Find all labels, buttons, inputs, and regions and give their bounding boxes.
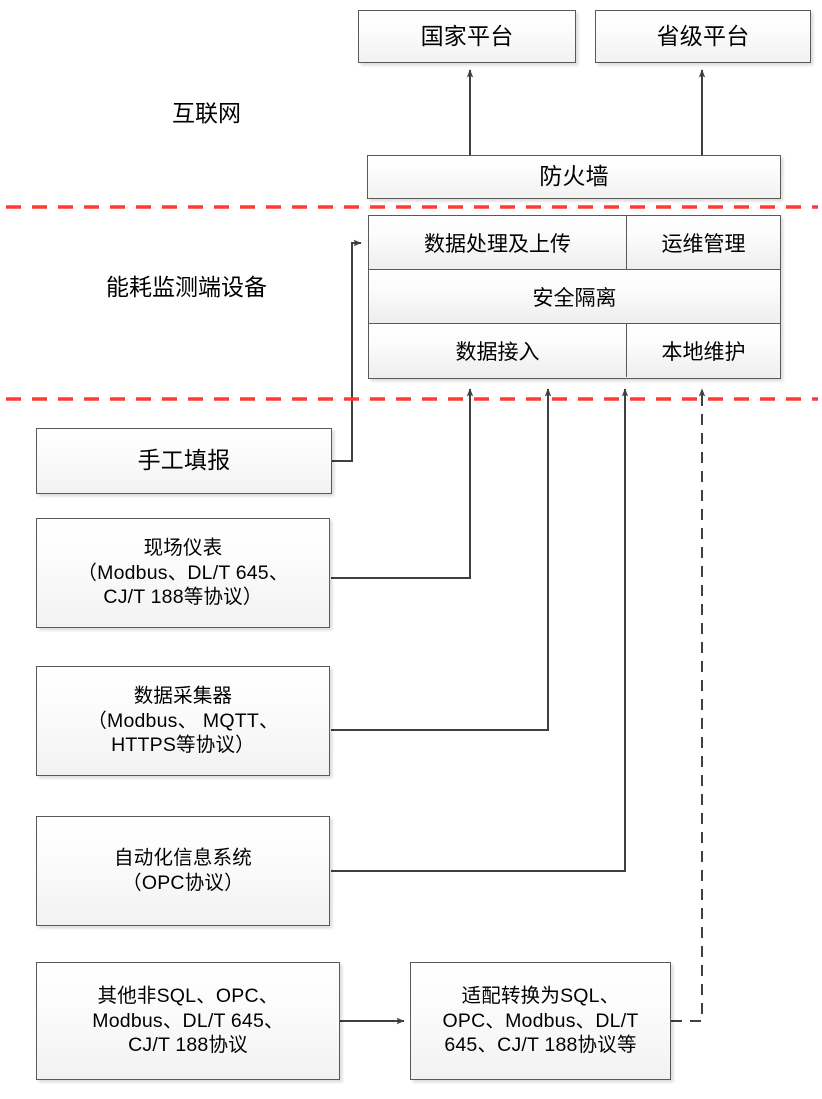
node-data-process-upload-label: 数据处理及上传 <box>424 232 571 256</box>
node-field-meter[interactable]: 现场仪表 （Modbus、DL/T 645、 CJ/T 188等协议） <box>36 518 330 628</box>
node-manual-entry[interactable]: 手工填报 <box>36 428 332 494</box>
node-automation-system-label: 自动化信息系统 （OPC协议） <box>114 847 252 894</box>
node-data-collector-label: 数据采集器 （Modbus、 MQTT、 HTTPS等协议） <box>87 684 279 757</box>
node-data-access[interactable]: 数据接入 <box>369 324 627 377</box>
node-field-meter-label: 现场仪表 （Modbus、DL/T 645、 CJ/T 188等协议） <box>77 536 289 609</box>
node-local-maintenance-label: 本地维护 <box>661 340 746 364</box>
node-security-isolation[interactable]: 安全隔离 <box>369 270 780 324</box>
connector-manual-entry-to-upload <box>332 239 362 462</box>
connector-data-collector-to-data-access <box>331 388 552 731</box>
node-provincial-platform[interactable]: 省级平台 <box>595 10 811 63</box>
node-ops-management-label: 运维管理 <box>661 232 746 256</box>
node-provincial-platform-label: 省级平台 <box>656 22 750 49</box>
node-national-platform-label: 国家平台 <box>420 22 514 49</box>
node-security-isolation-label: 安全隔离 <box>532 286 617 310</box>
node-data-process-upload[interactable]: 数据处理及上传 <box>369 216 627 270</box>
node-data-collector[interactable]: 数据采集器 （Modbus、 MQTT、 HTTPS等协议） <box>36 666 330 776</box>
node-adapter-convert[interactable]: 适配转换为SQL、 OPC、Modbus、DL/T 645、CJ/T 188协议… <box>410 962 671 1080</box>
node-manual-entry-label: 手工填报 <box>137 447 231 474</box>
connector-automation-to-data-access <box>331 388 629 872</box>
node-firewall-label: 防火墙 <box>539 163 609 190</box>
connector-field-meter-to-data-access <box>331 388 474 579</box>
node-other-protocols-label: 其他非SQL、OPC、 Modbus、DL/T 645、 CJ/T 188协议 <box>92 984 284 1057</box>
node-firewall[interactable]: 防火墙 <box>367 155 781 199</box>
connector-adapter-to-local-maintenance <box>671 388 706 1022</box>
zone-label-end-device: 能耗监测端设备 <box>106 274 267 300</box>
node-ops-management[interactable]: 运维管理 <box>627 216 780 270</box>
node-national-platform[interactable]: 国家平台 <box>358 10 576 63</box>
end-device-stack: 数据处理及上传 运维管理 安全隔离 数据接入 本地维护 <box>368 215 781 379</box>
node-data-access-label: 数据接入 <box>455 340 540 364</box>
node-adapter-convert-label: 适配转换为SQL、 OPC、Modbus、DL/T 645、CJ/T 188协议… <box>442 984 639 1057</box>
node-other-protocols[interactable]: 其他非SQL、OPC、 Modbus、DL/T 645、 CJ/T 188协议 <box>36 962 340 1080</box>
node-local-maintenance[interactable]: 本地维护 <box>627 324 780 377</box>
node-automation-system[interactable]: 自动化信息系统 （OPC协议） <box>36 816 330 926</box>
zone-label-internet: 互联网 <box>172 100 241 126</box>
